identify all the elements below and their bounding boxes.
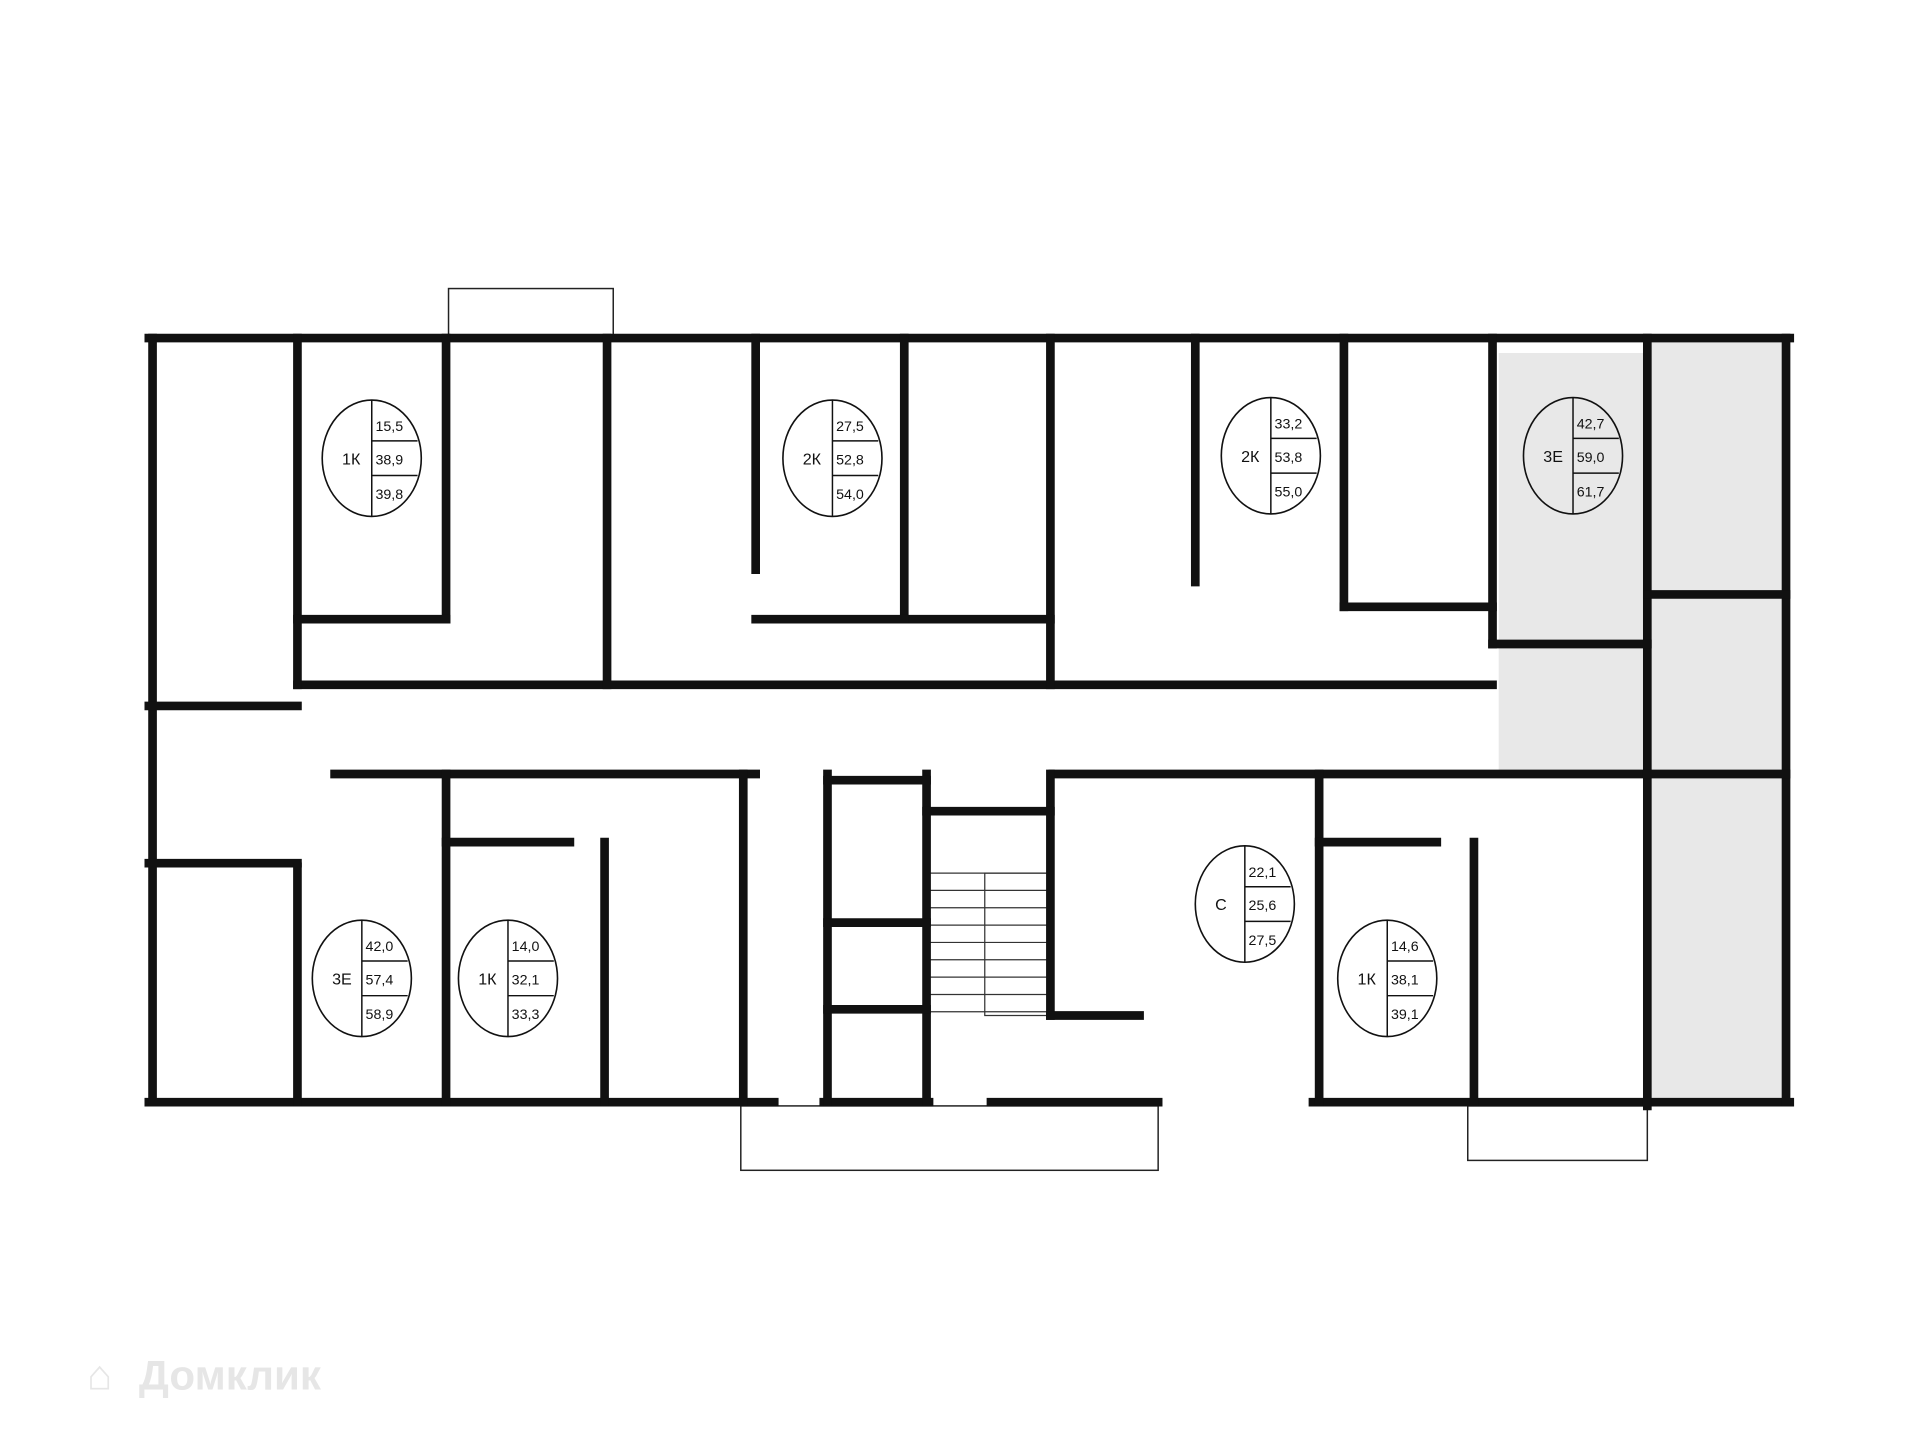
area-with-balcony: 39,8 xyxy=(375,487,403,503)
total-area: 25,6 xyxy=(1249,898,1277,914)
living-area: 42,7 xyxy=(1577,416,1605,432)
living-area: 42,0 xyxy=(366,939,394,955)
apartment-type: 1К xyxy=(478,971,497,989)
total-area: 32,1 xyxy=(512,973,540,989)
apartment-marker[interactable]: 1К 14,0 32,1 33,3 xyxy=(457,919,559,1038)
apartment-marker[interactable]: 2К 27,5 52,8 54,0 xyxy=(782,399,883,518)
living-area: 15,5 xyxy=(375,419,403,435)
staircase xyxy=(929,872,1052,1017)
apartment-type: 3Е xyxy=(1543,448,1563,466)
apartment-marker[interactable]: 3Е 42,7 59,0 61,7 xyxy=(1522,396,1624,515)
living-area: 14,6 xyxy=(1391,939,1419,955)
watermark-text: Домклик xyxy=(139,1352,322,1399)
area-with-balcony: 54,0 xyxy=(836,487,864,503)
apartment-type: 2К xyxy=(803,450,822,468)
living-area: 22,1 xyxy=(1249,865,1277,881)
apartment-type: 3Е xyxy=(332,971,352,989)
living-area: 14,0 xyxy=(512,939,540,955)
apartment-marker[interactable]: 1К 15,5 38,9 39,8 xyxy=(321,399,423,518)
area-with-balcony: 58,9 xyxy=(366,1007,394,1023)
apartment-marker[interactable]: 3Е 42,0 57,4 58,9 xyxy=(311,919,413,1038)
apartment-type: 1К xyxy=(1358,971,1377,989)
total-area: 52,8 xyxy=(836,452,864,468)
area-with-balcony: 33,3 xyxy=(512,1007,540,1023)
apartment-type: С xyxy=(1215,896,1227,914)
total-area: 59,0 xyxy=(1577,450,1605,466)
apartment-marker[interactable]: С 22,1 25,6 27,5 xyxy=(1194,845,1296,964)
walls xyxy=(144,333,1795,1111)
area-with-balcony: 55,0 xyxy=(1275,485,1303,501)
area-with-balcony: 39,1 xyxy=(1391,1007,1419,1023)
living-area: 27,5 xyxy=(836,419,864,435)
area-with-balcony: 61,7 xyxy=(1577,485,1605,501)
apartment-type: 1К xyxy=(342,450,361,468)
area-with-balcony: 27,5 xyxy=(1249,933,1277,949)
highlighted-apartment-area[interactable] xyxy=(1498,334,1784,1103)
apartment-marker[interactable]: 2К 33,2 53,8 55,0 xyxy=(1220,396,1322,515)
svg-text:⌂: ⌂ xyxy=(87,1352,112,1399)
apartment-type: 2К xyxy=(1241,448,1260,466)
watermark: ⌂ Домклик xyxy=(87,1352,322,1399)
total-area: 57,4 xyxy=(366,973,394,989)
living-area: 33,2 xyxy=(1275,416,1303,432)
total-area: 38,9 xyxy=(375,452,403,468)
total-area: 53,8 xyxy=(1275,450,1303,466)
apartment-marker[interactable]: 1К 14,6 38,1 39,1 xyxy=(1336,919,1438,1038)
total-area: 38,1 xyxy=(1391,973,1419,989)
